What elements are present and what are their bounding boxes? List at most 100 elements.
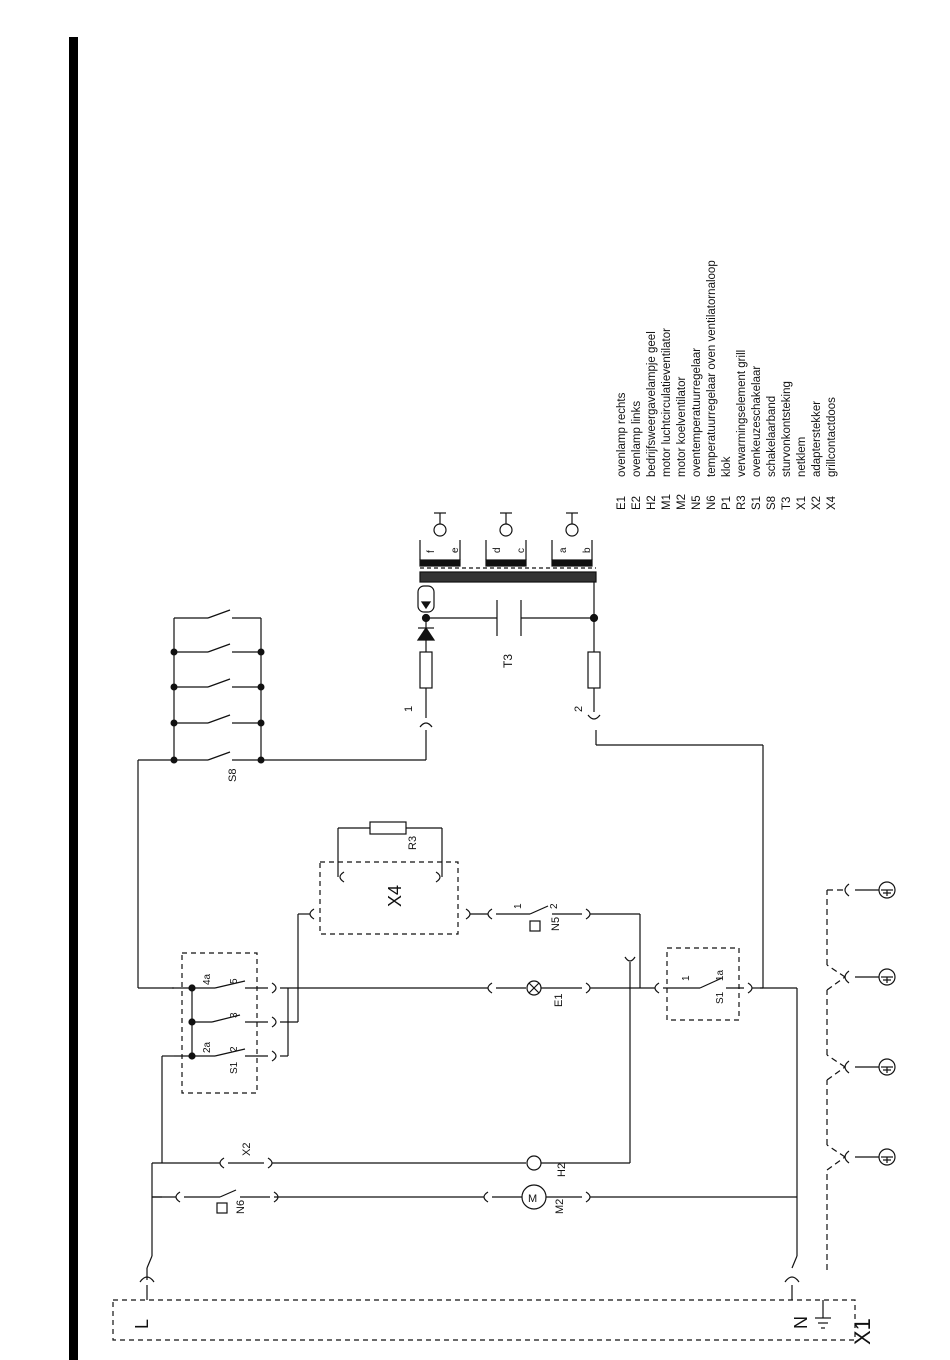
t3-igniter: 1 2 T3 — [403, 567, 601, 745]
svg-text:M: M — [528, 1193, 537, 1205]
s1-4a-label: 4a — [202, 973, 213, 985]
legend-row: E1 ovenlamp rechts — [615, 220, 630, 510]
legend-code: N6 — [706, 495, 718, 510]
legend-row: S1 ovenkeuzeschakelaar — [750, 220, 765, 510]
legend-code: N5 — [691, 495, 703, 510]
n6-label: N6 — [235, 1200, 247, 1214]
legend-label: ovenlamp rechts — [616, 392, 628, 477]
legend-label: grillcontactdoos — [826, 397, 838, 477]
legend-code: H2 — [646, 495, 658, 510]
page-margin-bar — [69, 37, 78, 1360]
legend-code: X4 — [826, 495, 838, 510]
s1-1-label: 1 — [681, 975, 692, 981]
h2-label: H2 — [556, 1163, 568, 1177]
terminal-l-label: L — [132, 1319, 152, 1329]
electrode-b-label: b — [582, 547, 593, 553]
s1-left-label: S1 — [229, 1061, 240, 1074]
legend-code: M2 — [676, 494, 688, 510]
igniter-electrodes: f e d c a b — [419, 512, 593, 567]
t3-label: T3 — [501, 654, 515, 668]
legend-row: X1 netklem — [795, 220, 810, 510]
legend-label: ovenkeuzeschakelaar — [751, 365, 763, 477]
legend-code: R3 — [736, 495, 748, 510]
legend-row: S8 schakelaarband — [765, 220, 780, 510]
x1-terminal-block: X1 L N — [112, 1299, 875, 1345]
legend-code: X2 — [811, 495, 823, 510]
h2-lamp — [526, 1155, 542, 1171]
s8-switch-bank: S8 — [170, 609, 433, 782]
r3-label: R3 — [407, 836, 419, 850]
s8-label: S8 — [227, 769, 239, 782]
t3-transformer-core — [419, 571, 597, 583]
legend-label: schakelaarband — [766, 395, 778, 477]
ground-symbol-x1 — [815, 1300, 831, 1329]
x1-label: X1 — [850, 1318, 875, 1345]
legend-code: M1 — [661, 494, 673, 510]
legend-code: E1 — [616, 495, 628, 510]
s1-3-label: 3 — [229, 1012, 240, 1018]
legend-row: M2 motor koelventilator — [675, 220, 690, 510]
n5-1-label: 1 — [513, 903, 524, 909]
r3-resistor — [369, 821, 407, 835]
legend-label: motor luchtcirculatieventilator — [661, 328, 673, 477]
s1-2-label: 2 — [229, 1046, 240, 1052]
s1-5-label: 5 — [229, 978, 240, 984]
legend-label: temperatuurregelaar oven ventilatornaloo… — [706, 260, 718, 477]
s1-right-switch: 1 1a S1 — [596, 744, 764, 1021]
t3-resistor-1 — [419, 651, 433, 689]
n-line — [760, 987, 800, 1300]
x4-label: X4 — [385, 885, 405, 907]
s1-outputs: E1 — [137, 759, 655, 1057]
n5-2-label: 2 — [549, 903, 560, 909]
electrode-a-label: a — [558, 547, 569, 553]
m2-label: M2 — [554, 1199, 566, 1214]
s1-1a-label: 1a — [715, 969, 726, 981]
legend-label: adapterstekker — [811, 400, 823, 477]
legend-code: T3 — [781, 496, 793, 510]
n5-label: N5 — [550, 917, 562, 931]
l-line — [139, 1055, 220, 1300]
legend-label: netklem — [796, 436, 808, 477]
s1-2a-label: 2a — [202, 1041, 213, 1053]
e1-label: E1 — [553, 994, 565, 1007]
x2-h2-branch: X2 H2 — [219, 962, 631, 1177]
legend-code: P1 — [721, 495, 733, 510]
terminal-n-label: N — [791, 1316, 811, 1329]
earth-terminals — [844, 881, 896, 1166]
x2-label: X2 — [241, 1143, 253, 1156]
x4-r3: X4 R3 N5 1 2 — [309, 821, 641, 988]
electrode-d-label: d — [492, 547, 503, 553]
legend-label: klok — [721, 456, 733, 477]
legend-row: R3 verwarmingselement grill — [735, 220, 750, 510]
legend-label: bedrijfsweergavelampje geel — [646, 331, 658, 477]
s1-selector-switch: 4a 5 3 2a 2 S1 — [172, 952, 277, 1094]
electrode-e-label: e — [450, 547, 461, 553]
legend-label: verwarmingselement grill — [736, 349, 748, 477]
n6-thermostat-icon — [216, 1202, 228, 1214]
electrode-c-label: c — [516, 548, 527, 553]
legend-row: H2 bedrijfsweergavelampje geel — [645, 220, 660, 510]
legend-code: E2 — [631, 495, 643, 510]
legend-code: S8 — [766, 495, 778, 510]
n6-m2-branch: M N6 M2 — [175, 1184, 797, 1214]
t3-2-label: 2 — [573, 706, 585, 712]
t3-resistor-2 — [587, 651, 601, 689]
electrode-f-label: f — [426, 550, 437, 553]
legend-row: X4 grillcontactdoos — [825, 220, 840, 510]
legend-row: M1 motor luchtcirculatieventilator — [660, 220, 675, 510]
legend-label: motor koelventilator — [676, 376, 688, 477]
legend-row: E2 ovenlamp links — [630, 220, 645, 510]
s1-right-label: S1 — [715, 991, 726, 1004]
earth-lines — [826, 889, 846, 1270]
legend-label: ovenlamp links — [631, 400, 643, 477]
t3-1-label: 1 — [403, 706, 415, 712]
legend-code: X1 — [796, 495, 808, 510]
legend-row: X2 adapterstekker — [810, 220, 825, 510]
legend-row: N6 temperatuurregelaar oven ventilatornal… — [705, 220, 720, 510]
legend-row: P1 klok — [720, 220, 735, 510]
n5-thermostat-icon — [529, 920, 541, 932]
legend-code: S1 — [751, 495, 763, 510]
